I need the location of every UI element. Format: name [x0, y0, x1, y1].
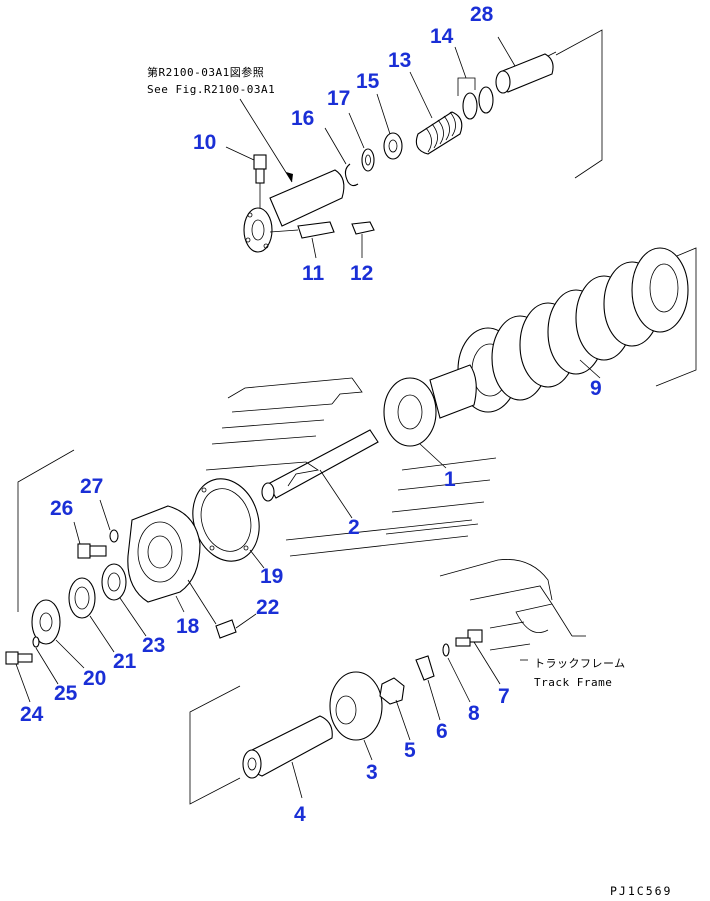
part-6-lock-plate	[415, 655, 441, 721]
callout-20: 20	[83, 667, 106, 690]
track-frame-sketch	[205, 377, 497, 557]
part-13-bellows	[409, 71, 463, 155]
callout-15: 15	[356, 70, 380, 93]
part-8-washer	[442, 643, 471, 703]
part-17-washer	[348, 112, 375, 172]
reference-note-en: See Fig.R2100-03A1	[147, 83, 275, 96]
part-9-spring	[457, 247, 689, 413]
callout-27: 27	[80, 475, 103, 498]
callout-13: 13	[388, 49, 411, 72]
track-frame-label: トラックフレーム Track Frame	[534, 657, 626, 689]
callout-21: 21	[113, 650, 137, 673]
lower-group-frame	[189, 685, 241, 805]
callout-12: 12	[350, 262, 373, 285]
part-22-fitting	[187, 579, 257, 639]
callout-25: 25	[54, 682, 78, 705]
callout-2: 2	[348, 516, 360, 539]
callout-numbers: 1 2 3 4 5 6 7 8 9 10 11 12 13 14 15 16 1…	[20, 3, 602, 826]
track-frame-outline	[439, 559, 586, 661]
part-11-bolt	[269, 221, 335, 259]
part-27-washer	[99, 499, 119, 543]
part-18-housing	[127, 505, 201, 613]
callout-17: 17	[327, 87, 350, 110]
callout-1: 1	[444, 468, 456, 491]
callout-28: 28	[470, 3, 494, 26]
callout-10: 10	[193, 131, 216, 154]
callout-4: 4	[294, 803, 306, 826]
part-1-holder	[383, 364, 477, 469]
part-19-gasket	[192, 478, 265, 569]
reference-note-jp: 第R2100-03A1図参照	[147, 65, 264, 79]
left-group-frame	[17, 449, 75, 612]
part-16-snap-ring	[324, 127, 359, 187]
part-25-washer	[32, 636, 59, 685]
callout-22: 22	[256, 596, 279, 619]
callout-26: 26	[50, 497, 73, 520]
callout-6: 6	[436, 720, 448, 743]
callout-23: 23	[142, 634, 165, 657]
part-28-cylinder	[495, 36, 557, 94]
callout-16: 16	[291, 107, 314, 130]
callout-7: 7	[498, 685, 510, 708]
callout-5: 5	[404, 739, 416, 762]
part-12-plug	[351, 221, 375, 258]
reference-note: 第R2100-03A1図参照 See Fig.R2100-03A1	[147, 65, 293, 183]
part-4-shaft	[242, 715, 333, 799]
part-3-pulley	[329, 671, 383, 761]
callout-8: 8	[468, 702, 480, 725]
callout-11: 11	[302, 262, 325, 285]
callout-19: 19	[260, 565, 283, 588]
part-23-nut	[101, 563, 147, 637]
part-10-fitting	[225, 146, 267, 208]
part-14-rings	[454, 46, 494, 120]
track-frame-label-en: Track Frame	[534, 676, 612, 689]
part-26-bolt	[73, 521, 107, 559]
part-20-plate	[31, 599, 85, 669]
part-21-seal	[68, 577, 115, 653]
callout-9: 9	[590, 377, 602, 400]
track-frame-label-jp: トラックフレーム	[534, 657, 626, 670]
upper-group-frame	[555, 29, 603, 179]
part-5-nut	[379, 677, 411, 741]
callout-3: 3	[366, 761, 378, 784]
callout-24: 24	[20, 703, 44, 726]
part-15-seal	[376, 93, 403, 160]
cylinder-body	[243, 169, 345, 253]
drawing-code: PJ1C569	[610, 884, 672, 898]
spring-frame	[655, 247, 697, 387]
part-24-bolt	[5, 651, 33, 703]
callout-18: 18	[176, 615, 200, 638]
callout-14: 14	[430, 25, 454, 48]
part-2-rod	[261, 429, 379, 519]
part-7-bolt	[455, 629, 501, 685]
